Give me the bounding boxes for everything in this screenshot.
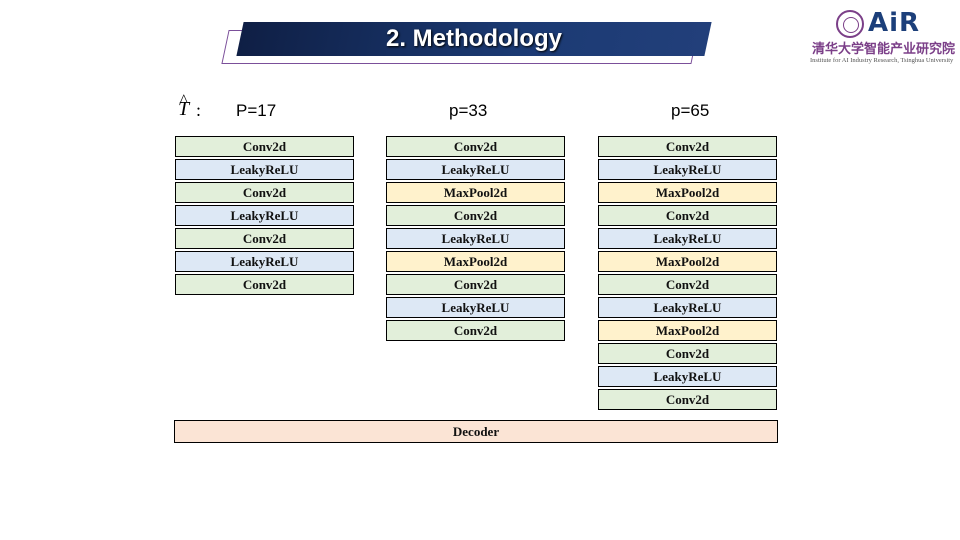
layer-leakyrelu: LeakyReLU [386,159,565,180]
layer-conv2d: Conv2d [598,343,777,364]
layer-conv2d: Conv2d [175,228,354,249]
layer-maxpool2d: MaxPool2d [598,251,777,272]
column-header-p33: p=33 [449,101,488,120]
column-header-p65: p=65 [671,101,710,120]
t-colon: : [196,100,202,120]
layer-conv2d: Conv2d [175,182,354,203]
layer-leakyrelu: LeakyReLU [598,366,777,387]
layer-leakyrelu: LeakyReLU [386,228,565,249]
layer-conv2d: Conv2d [386,136,565,157]
logo-chinese-name: 清华大学智能产业研究院 [812,42,956,57]
layer-maxpool2d: MaxPool2d [386,251,565,272]
layer-conv2d: Conv2d [175,274,354,295]
layer-conv2d: Conv2d [386,320,565,341]
layer-conv2d: Conv2d [386,274,565,295]
layer-conv2d: Conv2d [598,136,777,157]
layer-leakyrelu: LeakyReLU [175,159,354,180]
column-header-p17: P=17 [236,101,277,120]
layer-leakyrelu: LeakyReLU [175,251,354,272]
layer-conv2d: Conv2d [175,136,354,157]
logo-english-name: Institute for AI Industry Research, Tsin… [810,57,954,64]
layer-maxpool2d: MaxPool2d [386,182,565,203]
layer-maxpool2d: MaxPool2d [598,320,777,341]
air-logo: AiR [868,8,921,38]
tsinghua-seal-icon [836,10,864,38]
layer-conv2d: Conv2d [598,389,777,410]
layer-leakyrelu: LeakyReLU [598,297,777,318]
t-symbol: T [178,98,190,120]
slide-title: 2. Methodology [386,25,562,52]
decoder-block: Decoder [174,420,778,443]
layer-leakyrelu: LeakyReLU [598,159,777,180]
t-hat-accent: ^ [180,92,188,109]
layer-leakyrelu: LeakyReLU [598,228,777,249]
layer-conv2d: Conv2d [386,205,565,226]
layer-maxpool2d: MaxPool2d [598,182,777,203]
layer-leakyrelu: LeakyReLU [386,297,565,318]
layer-conv2d: Conv2d [598,274,777,295]
layer-conv2d: Conv2d [598,205,777,226]
layer-leakyrelu: LeakyReLU [175,205,354,226]
